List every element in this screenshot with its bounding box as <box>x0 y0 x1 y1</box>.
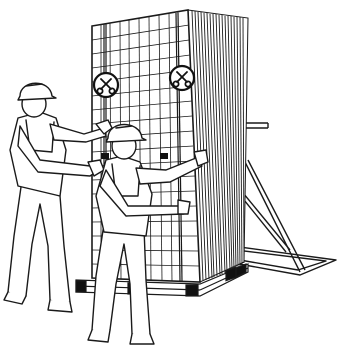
scissors-cut-icon <box>94 73 118 97</box>
band-clip-right <box>160 153 168 159</box>
scissors-cut-icon <box>170 66 194 90</box>
band-clip-left <box>101 153 109 159</box>
